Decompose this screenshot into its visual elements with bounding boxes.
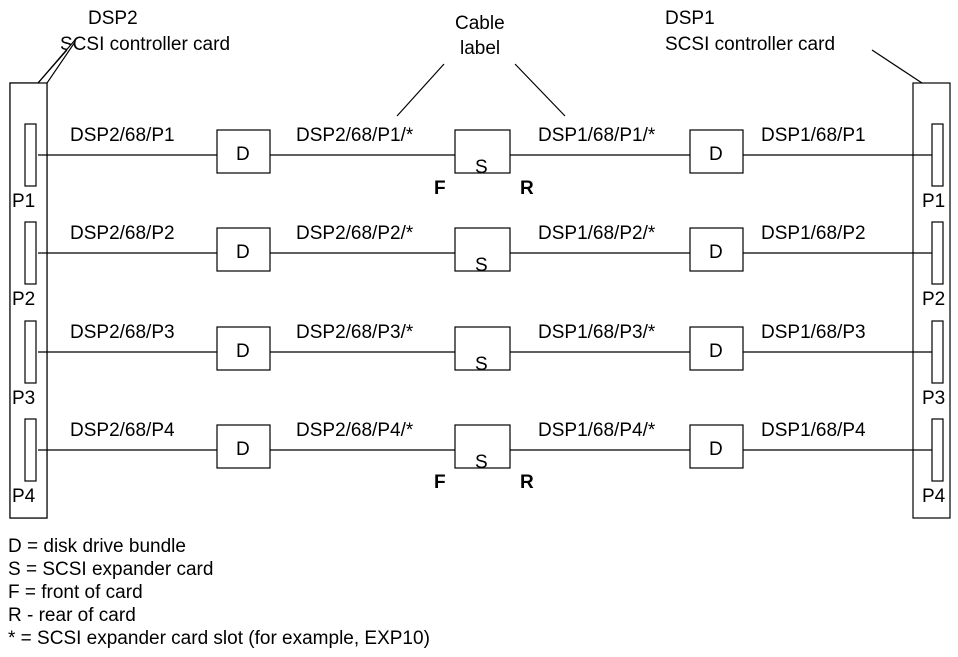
cable-label-left-outer: DSP2/68/P2 xyxy=(70,223,175,244)
cable-label-pointer-right xyxy=(514,63,566,117)
cable-label-left-inner: DSP2/68/P2/* xyxy=(296,223,414,244)
right-port-connector xyxy=(931,418,944,482)
left-port-connector xyxy=(24,320,37,384)
right-card-leader xyxy=(871,49,923,84)
cable-label-pointer-left xyxy=(396,63,445,117)
cable-label-right-outer: DSP1/68/P4 xyxy=(761,420,866,441)
legend-item-expander: S = SCSI expander card xyxy=(8,559,213,580)
left-port-connector xyxy=(24,221,37,285)
left-port-label: P3 xyxy=(12,388,35,409)
expander-box xyxy=(454,326,511,371)
right-port-connector xyxy=(931,320,944,384)
left-card-name: DSP2 xyxy=(88,8,138,29)
right-port-connector xyxy=(931,123,944,187)
front-marker-bottom: F xyxy=(434,472,446,493)
expander-box-letter: S xyxy=(475,354,488,375)
rear-marker-bottom: R xyxy=(520,472,534,493)
left-port-label: P2 xyxy=(12,289,35,310)
cable-label-left-inner: DSP2/68/P3/* xyxy=(296,322,414,343)
left-drive-box xyxy=(216,326,271,371)
legend-item-slot: * = SCSI expander card slot (for example… xyxy=(8,628,430,649)
left-drive-box-letter: D xyxy=(236,144,250,165)
right-port-connector xyxy=(931,221,944,285)
cable-label-line1: Cable xyxy=(455,13,505,34)
cable-label-left-outer: DSP2/68/P1 xyxy=(70,125,175,146)
cable-label-right-inner: DSP1/68/P4/* xyxy=(538,420,656,441)
front-marker-top: F xyxy=(434,178,446,199)
right-drive-box-letter: D xyxy=(709,144,723,165)
cable-label-right-outer: DSP1/68/P3 xyxy=(761,322,866,343)
left-drive-box-letter: D xyxy=(236,242,250,263)
right-port-label: P1 xyxy=(922,191,945,212)
left-port-connector xyxy=(24,418,37,482)
left-drive-box xyxy=(216,424,271,469)
expander-box-letter: S xyxy=(475,255,488,276)
expander-box xyxy=(454,227,511,272)
cable-label-line2: label xyxy=(460,38,500,59)
left-card-desc: SCSI controller card xyxy=(60,34,230,55)
left-drive-box xyxy=(216,129,271,174)
expander-box xyxy=(454,424,511,469)
expander-box-letter: S xyxy=(475,452,488,473)
right-card-desc: SCSI controller card xyxy=(665,34,835,55)
right-drive-box xyxy=(689,424,744,469)
cable-label-left-outer: DSP2/68/P4 xyxy=(70,420,175,441)
right-card-name: DSP1 xyxy=(665,8,715,29)
left-port-label: P4 xyxy=(12,486,36,507)
left-port-label: P1 xyxy=(12,191,35,212)
rear-marker-top: R xyxy=(520,178,534,199)
cable-label-left-inner: DSP2/68/P4/* xyxy=(296,420,414,441)
right-port-label: P2 xyxy=(922,289,945,310)
right-drive-box-letter: D xyxy=(709,242,723,263)
left-drive-box-letter: D xyxy=(236,341,250,362)
legend-item-rear: R - rear of card xyxy=(8,605,136,626)
legend-item-front: F = front of card xyxy=(8,582,143,603)
right-drive-box-letter: D xyxy=(709,341,723,362)
cable-label-right-inner: DSP1/68/P3/* xyxy=(538,322,656,343)
left-port-connector xyxy=(24,123,37,187)
legend-item-drive: D = disk drive bundle xyxy=(8,536,186,557)
left-drive-box xyxy=(216,227,271,272)
right-drive-box-letter: D xyxy=(709,439,723,460)
right-drive-box xyxy=(689,326,744,371)
cable-label-right-inner: DSP1/68/P1/* xyxy=(538,125,656,146)
cable-label-right-outer: DSP1/68/P2 xyxy=(761,223,866,244)
cable-label-right-inner: DSP1/68/P2/* xyxy=(538,223,656,244)
cable-label-left-inner: DSP2/68/P1/* xyxy=(296,125,414,146)
right-drive-box xyxy=(689,227,744,272)
expander-box-letter: S xyxy=(475,157,488,178)
right-drive-box xyxy=(689,129,744,174)
left-card-leader xyxy=(37,49,68,84)
expander-box xyxy=(454,129,511,174)
left-drive-box-letter: D xyxy=(236,439,250,460)
cable-label-left-outer: DSP2/68/P3 xyxy=(70,322,175,343)
right-port-label: P3 xyxy=(922,388,945,409)
cable-label-right-outer: DSP1/68/P1 xyxy=(761,125,866,146)
right-port-label: P4 xyxy=(922,486,946,507)
